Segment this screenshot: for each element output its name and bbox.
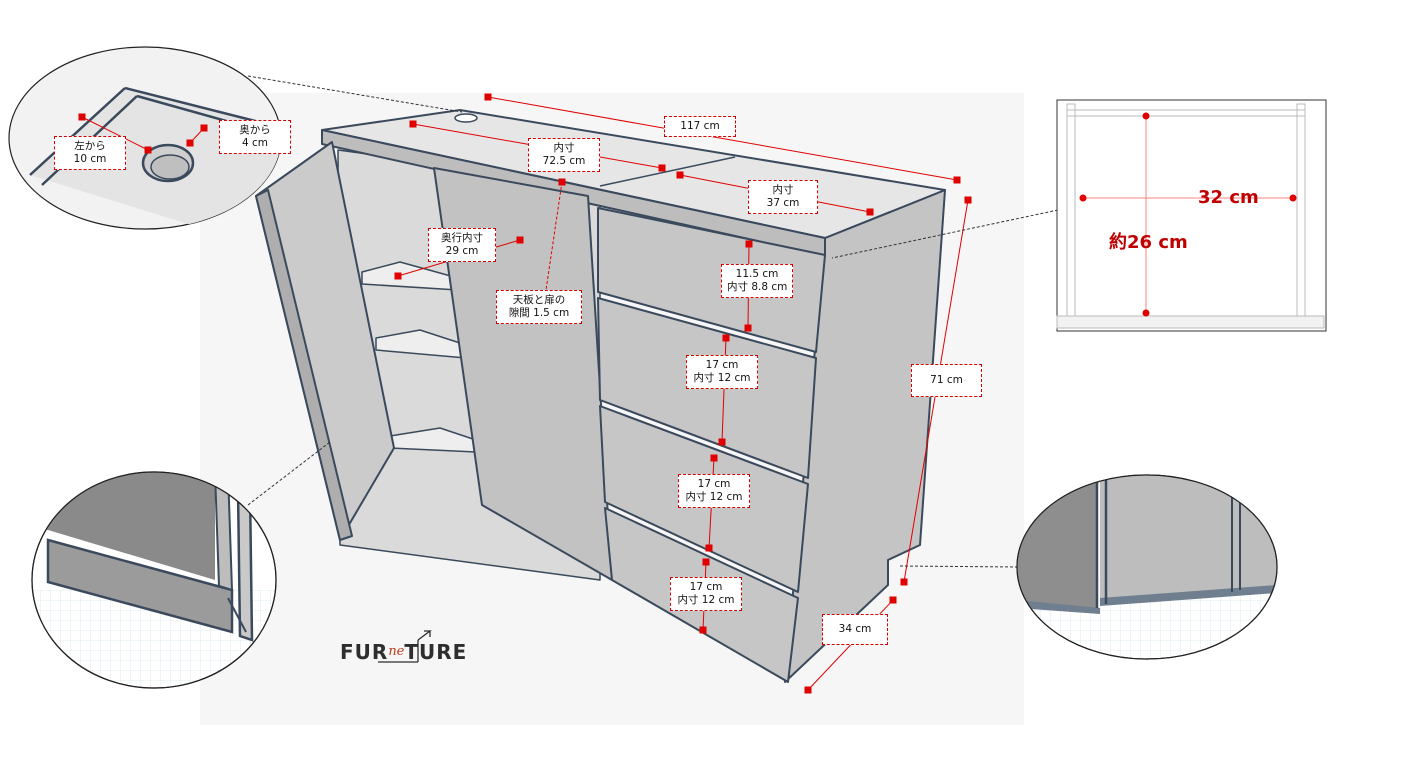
label-left-inner-width: 内寸 72.5 cm — [528, 138, 600, 172]
cabinet-model — [255, 109, 946, 683]
brand-logo-right: TURE — [404, 640, 468, 664]
label-inner-depth: 奥行内寸 29 cm — [428, 228, 496, 262]
brand-logo: FURneTURE — [340, 640, 467, 664]
drawer-1 — [597, 207, 826, 353]
dimension-lines — [394, 93, 972, 694]
zoom-base-detail — [1016, 474, 1278, 660]
label-drawer-2: 17 cm 内寸 12 cm — [686, 355, 758, 389]
brand-logo-left: FUR — [340, 640, 389, 664]
label-total-height: 71 cm — [911, 364, 982, 397]
label-total-depth: 34 cm — [822, 614, 888, 645]
label-top-door-gap: 天板と扉の 隙間 1.5 cm — [496, 290, 582, 324]
open-left-door-edge — [255, 189, 353, 541]
label-drawer-inner-width: 32 cm — [1198, 187, 1259, 208]
inset-drawer-interior — [1056, 99, 1327, 332]
top-divider — [599, 156, 736, 187]
label-drawer-1: 11.5 cm 内寸 8.8 cm — [721, 264, 793, 298]
label-right-inner-width: 内寸 37 cm — [748, 180, 818, 214]
label-total-width: 117 cm — [664, 116, 736, 137]
label-drawer-inner-depth: 約26 cm — [1109, 232, 1188, 253]
label-drawer-4: 17 cm 内寸 12 cm — [670, 577, 742, 611]
label-hole-from-back: 奥から 4 cm — [219, 120, 291, 154]
cable-hole — [454, 113, 478, 123]
callout-leaders — [247, 75, 1059, 568]
brand-logo-middle: ne — [388, 644, 405, 659]
label-drawer-3: 17 cm 内寸 12 cm — [678, 474, 750, 508]
logo-mark — [378, 630, 432, 663]
label-hole-from-left: 左から 10 cm — [54, 136, 126, 170]
